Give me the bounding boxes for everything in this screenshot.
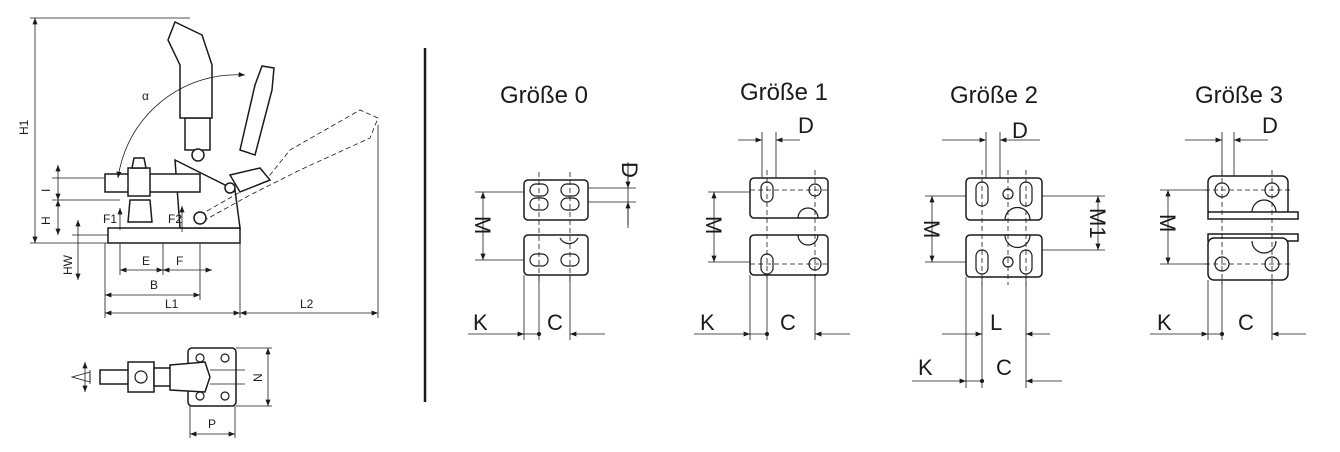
size-3-title: Größe 3: [1195, 82, 1283, 109]
size-1-k-label: K: [700, 310, 715, 335]
size-0-k-label: K: [473, 310, 488, 335]
hw-label: HW: [61, 254, 75, 275]
clamp-top-view: N P: [70, 347, 272, 438]
size-3-d-label: D: [1262, 113, 1278, 138]
size-1-m-label: M: [701, 216, 726, 234]
alpha-label: α: [142, 89, 149, 103]
n-label: N: [251, 373, 265, 382]
size-1-drawing: Größe 1 D M K C: [694, 79, 850, 340]
size-0-title: Größe 0: [500, 82, 588, 109]
f-label: F: [176, 254, 183, 268]
e-label: E: [142, 254, 150, 268]
size-2-m1-label: M1: [1085, 208, 1110, 239]
size-2-m-label: M: [919, 220, 944, 238]
i-label: I: [39, 189, 53, 192]
size-2-drawing: Größe 2 D M M1: [912, 82, 1110, 388]
size-2-d-label: D: [1012, 118, 1028, 143]
size-2-title: Größe 2: [950, 82, 1038, 109]
size-2-c-label: C: [996, 355, 1012, 380]
size-1-d-label: D: [798, 113, 814, 138]
l2-label: L2: [300, 297, 314, 311]
l1-label: L1: [165, 297, 179, 311]
size-2-k-label: K: [918, 355, 933, 380]
size-3-k-label: K: [1157, 310, 1172, 335]
clamp-side-view: H1 I H HW α F1: [17, 17, 379, 318]
size-3-c-label: C: [1238, 310, 1254, 335]
size-0-drawing: Größe 0 D M K C: [468, 82, 642, 340]
h1-label: H1: [17, 119, 31, 135]
f1-label: F1: [103, 212, 117, 226]
size-3-m-label: M: [1155, 214, 1180, 232]
h-label: H: [39, 216, 53, 225]
size-0-c-label: C: [547, 310, 563, 335]
size-0-m-label: M: [470, 216, 495, 234]
f2-label: F2: [168, 212, 182, 226]
size-2-l-label: L: [990, 310, 1002, 335]
size-0-d-label: D: [617, 162, 642, 178]
size-1-c-label: C: [780, 310, 796, 335]
size-1-title: Größe 1: [740, 79, 828, 106]
size-3-drawing: Größe 3 D M K C: [1150, 82, 1306, 340]
p-label: P: [208, 417, 216, 431]
b-label: B: [150, 278, 158, 292]
